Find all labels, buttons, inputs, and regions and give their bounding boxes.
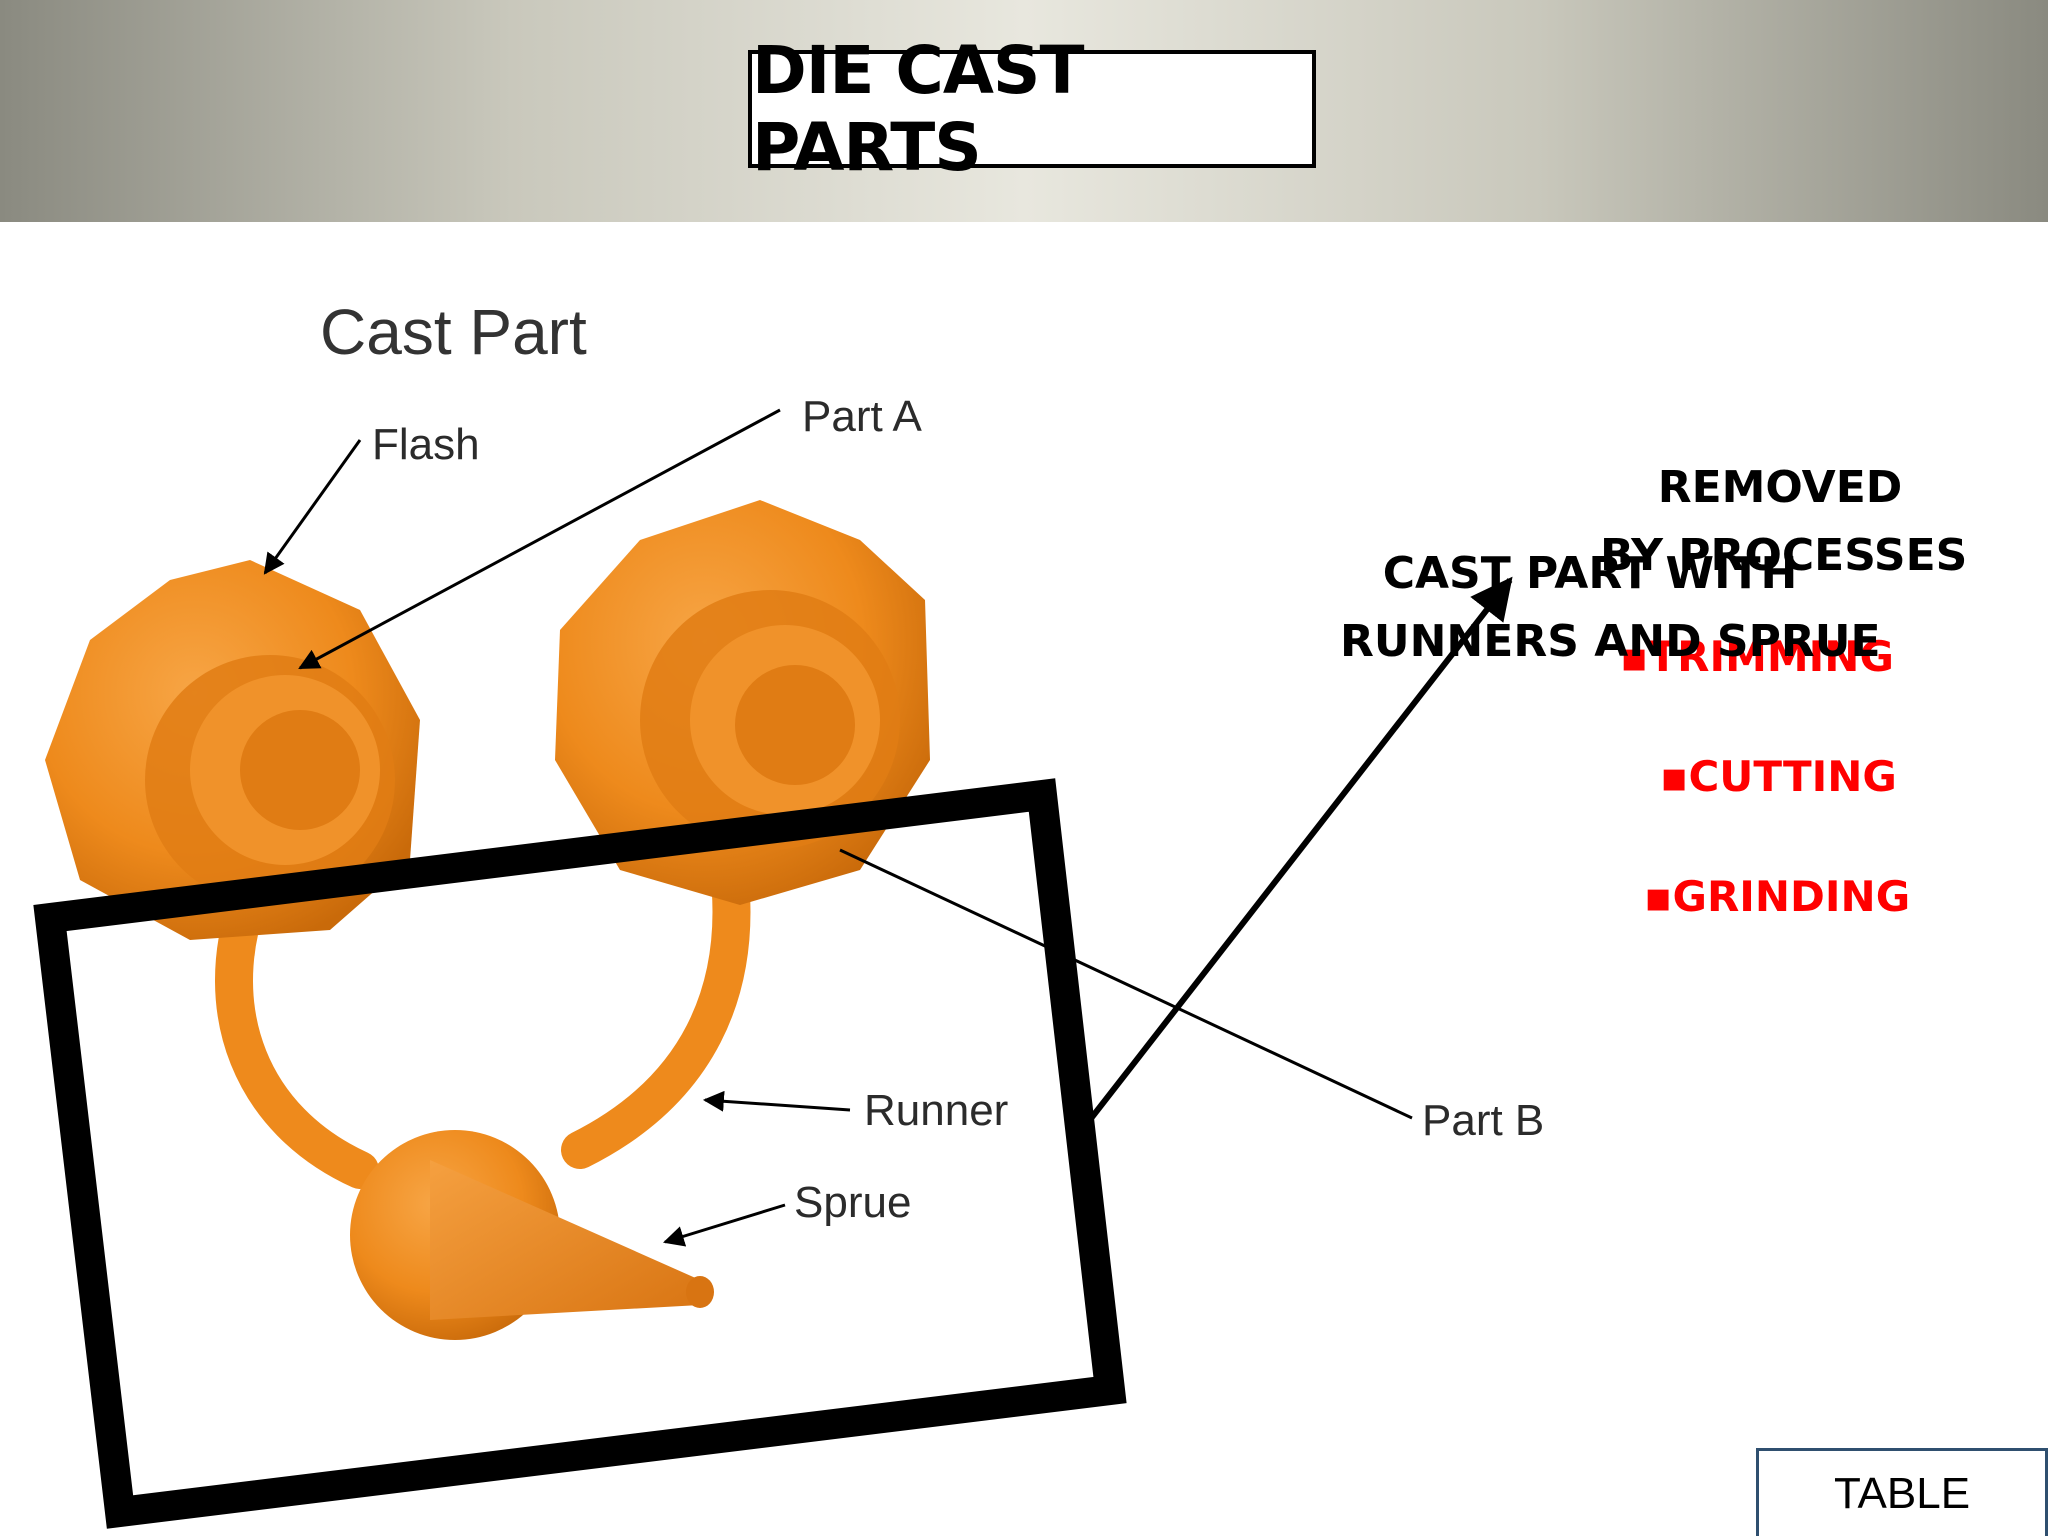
cast-part-heading: Cast Part [320,296,587,368]
part-b-leader [839,848,1413,1120]
part-a-label: Part A [802,392,922,441]
process-label: TRIMMING [1648,632,1894,681]
table-button[interactable]: TABLE [1756,1448,2048,1536]
highlight-frame [33,778,1127,1529]
callout-arrow [1079,576,1513,1132]
bullet-icon: ▪ [1644,872,1673,921]
runner-right [561,861,751,1169]
runner-label: Runner [864,1086,1009,1135]
cast-part-caption-line-1: CAST PART WITH [1382,548,1798,599]
part-b-shape [555,500,930,905]
part-a-leader [298,408,781,670]
cast-part-caption-line-2: RUNNERS AND SPRUE [1340,616,1881,667]
process-label: CUTTING [1688,752,1897,801]
flash-leader [263,439,362,575]
runner-left [215,881,379,1189]
sprue-leader [662,1203,786,1247]
process-item-cutting: ▪CUTTING [1660,752,1897,801]
bullet-icon: ▪ [1660,752,1689,801]
runner-leader [702,1090,851,1112]
flash-label: Flash [372,420,480,469]
removed-line-2: BY PROCESSES [1600,530,1968,581]
bullet-icon: ▪ [1620,632,1649,681]
process-item-trimming: ▪TRIMMING [1620,632,1894,681]
removed-line-1: REMOVED [1657,462,1903,513]
sprue-label: Sprue [794,1178,912,1227]
sprue-shape [350,1130,714,1340]
process-label: GRINDING [1672,872,1911,921]
process-item-grinding: ▪GRINDING [1644,872,1910,921]
part-b-label: Part B [1422,1096,1545,1145]
